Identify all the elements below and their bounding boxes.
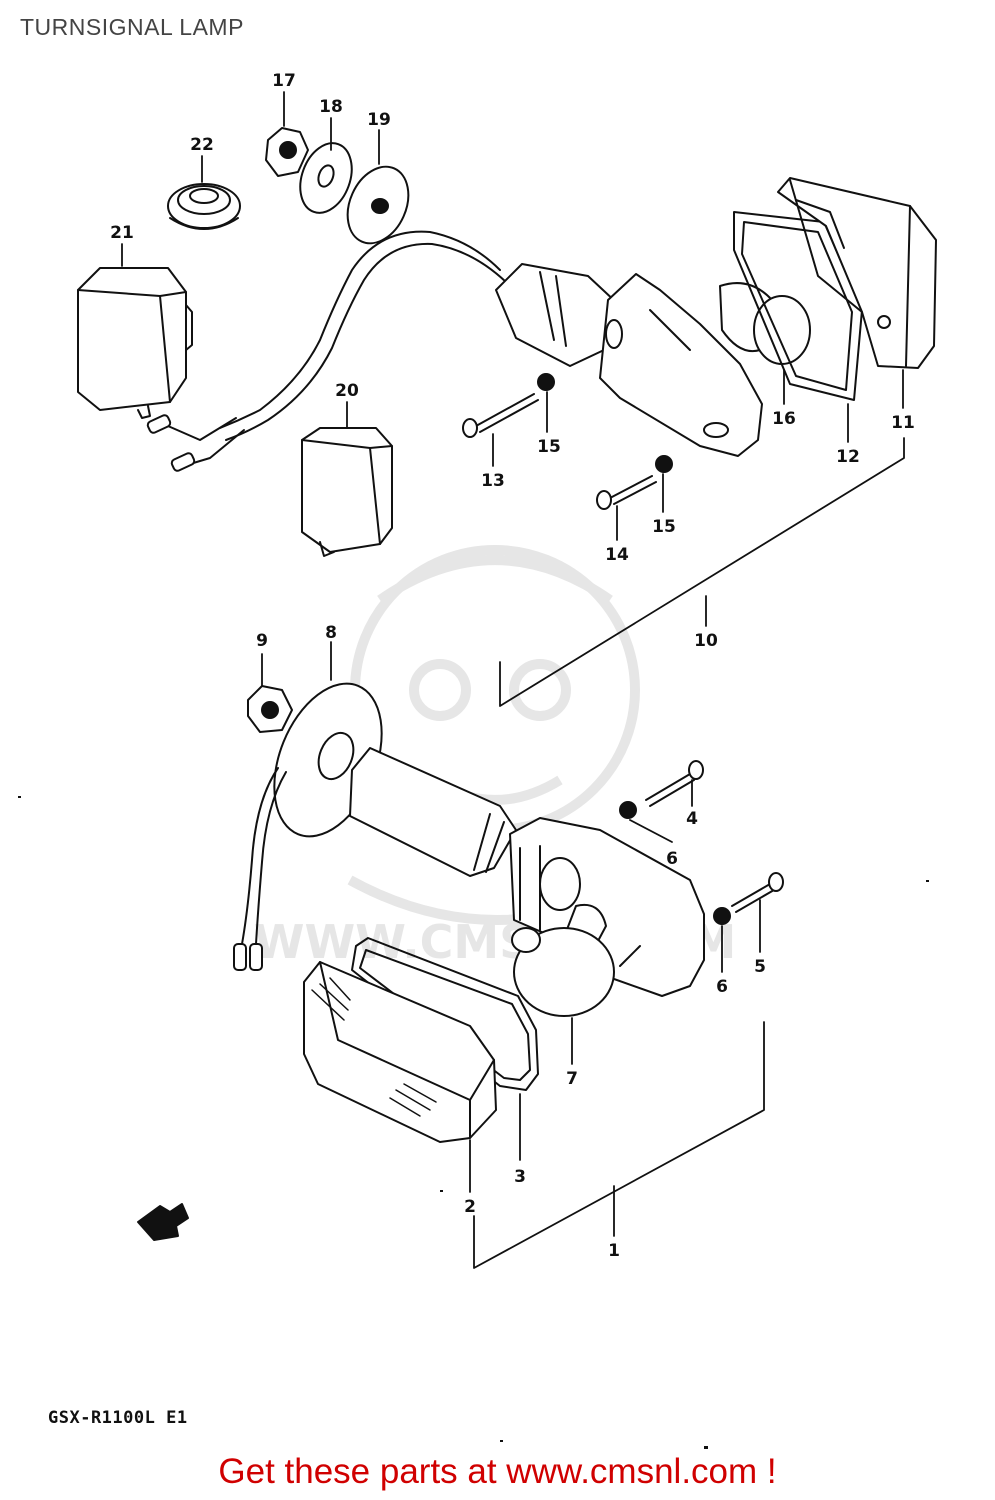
callout-3: 3	[514, 1167, 526, 1187]
callout-22: 22	[190, 135, 214, 155]
callout-4: 4	[686, 809, 698, 829]
part-13-screw	[462, 393, 539, 438]
callout-15-lower: 15	[652, 517, 676, 537]
callout-16: 16	[772, 409, 796, 429]
part-20-flasher	[301, 427, 393, 557]
upper-wire-harness	[146, 230, 507, 472]
scan-specks	[18, 796, 929, 1449]
part-11-lens	[777, 177, 937, 369]
callout-7: 7	[566, 1069, 578, 1089]
callout-labels: 17 18 19 22 21 20 16 12 11 13 15 14 15 1…	[110, 71, 915, 1261]
callout-2: 2	[464, 1197, 476, 1217]
callout-19: 19	[367, 110, 391, 130]
part-15-nut-lower	[655, 455, 673, 473]
part-15-nut-upper	[537, 373, 555, 391]
part-19-cushion	[346, 165, 410, 245]
callout-17: 17	[272, 71, 296, 91]
callout-6-lower: 6	[716, 977, 728, 997]
part-4-screw	[645, 760, 704, 807]
callout-21: 21	[110, 223, 134, 243]
upper-signal-housing	[495, 263, 763, 457]
callout-9: 9	[256, 631, 268, 651]
model-code: GSX-R1100L E1	[48, 1408, 188, 1428]
callout-1: 1	[608, 1241, 620, 1261]
callout-18: 18	[319, 97, 343, 117]
callout-20: 20	[335, 381, 359, 401]
page-title: TURNSIGNAL LAMP	[20, 14, 244, 40]
callout-5: 5	[754, 957, 766, 977]
callout-11: 11	[891, 413, 915, 433]
part-5-screw	[731, 872, 784, 913]
callout-15-upper: 15	[537, 437, 561, 457]
front-arrow-icon	[137, 1203, 189, 1241]
callout-10: 10	[694, 631, 718, 651]
watermark-eye-left	[409, 659, 471, 721]
part-6-nut-lower	[713, 907, 731, 925]
part-14-screw	[596, 475, 657, 510]
watermark-helmet	[377, 555, 613, 605]
part-7-bulb	[511, 904, 615, 1017]
leader-lines	[121, 91, 905, 1269]
part-22-grommet	[167, 183, 241, 230]
callout-13: 13	[481, 471, 505, 491]
part-6-nut-upper	[619, 801, 637, 819]
part-21-relay	[77, 267, 193, 419]
get-parts-link[interactable]: Get these parts at www.cmsnl.com !	[218, 1452, 777, 1491]
watermark-eye-right	[509, 659, 571, 721]
part-18-washer	[299, 142, 353, 214]
callout-14: 14	[605, 545, 629, 565]
part-2-lens	[303, 961, 497, 1143]
part-9-nut	[247, 685, 293, 733]
lower-wire-harness	[233, 767, 287, 971]
callout-12: 12	[836, 447, 860, 467]
part-17-nut	[265, 127, 309, 177]
callout-6-upper: 6	[666, 849, 678, 869]
lower-signal-housing	[349, 747, 705, 997]
callout-8: 8	[325, 623, 337, 643]
